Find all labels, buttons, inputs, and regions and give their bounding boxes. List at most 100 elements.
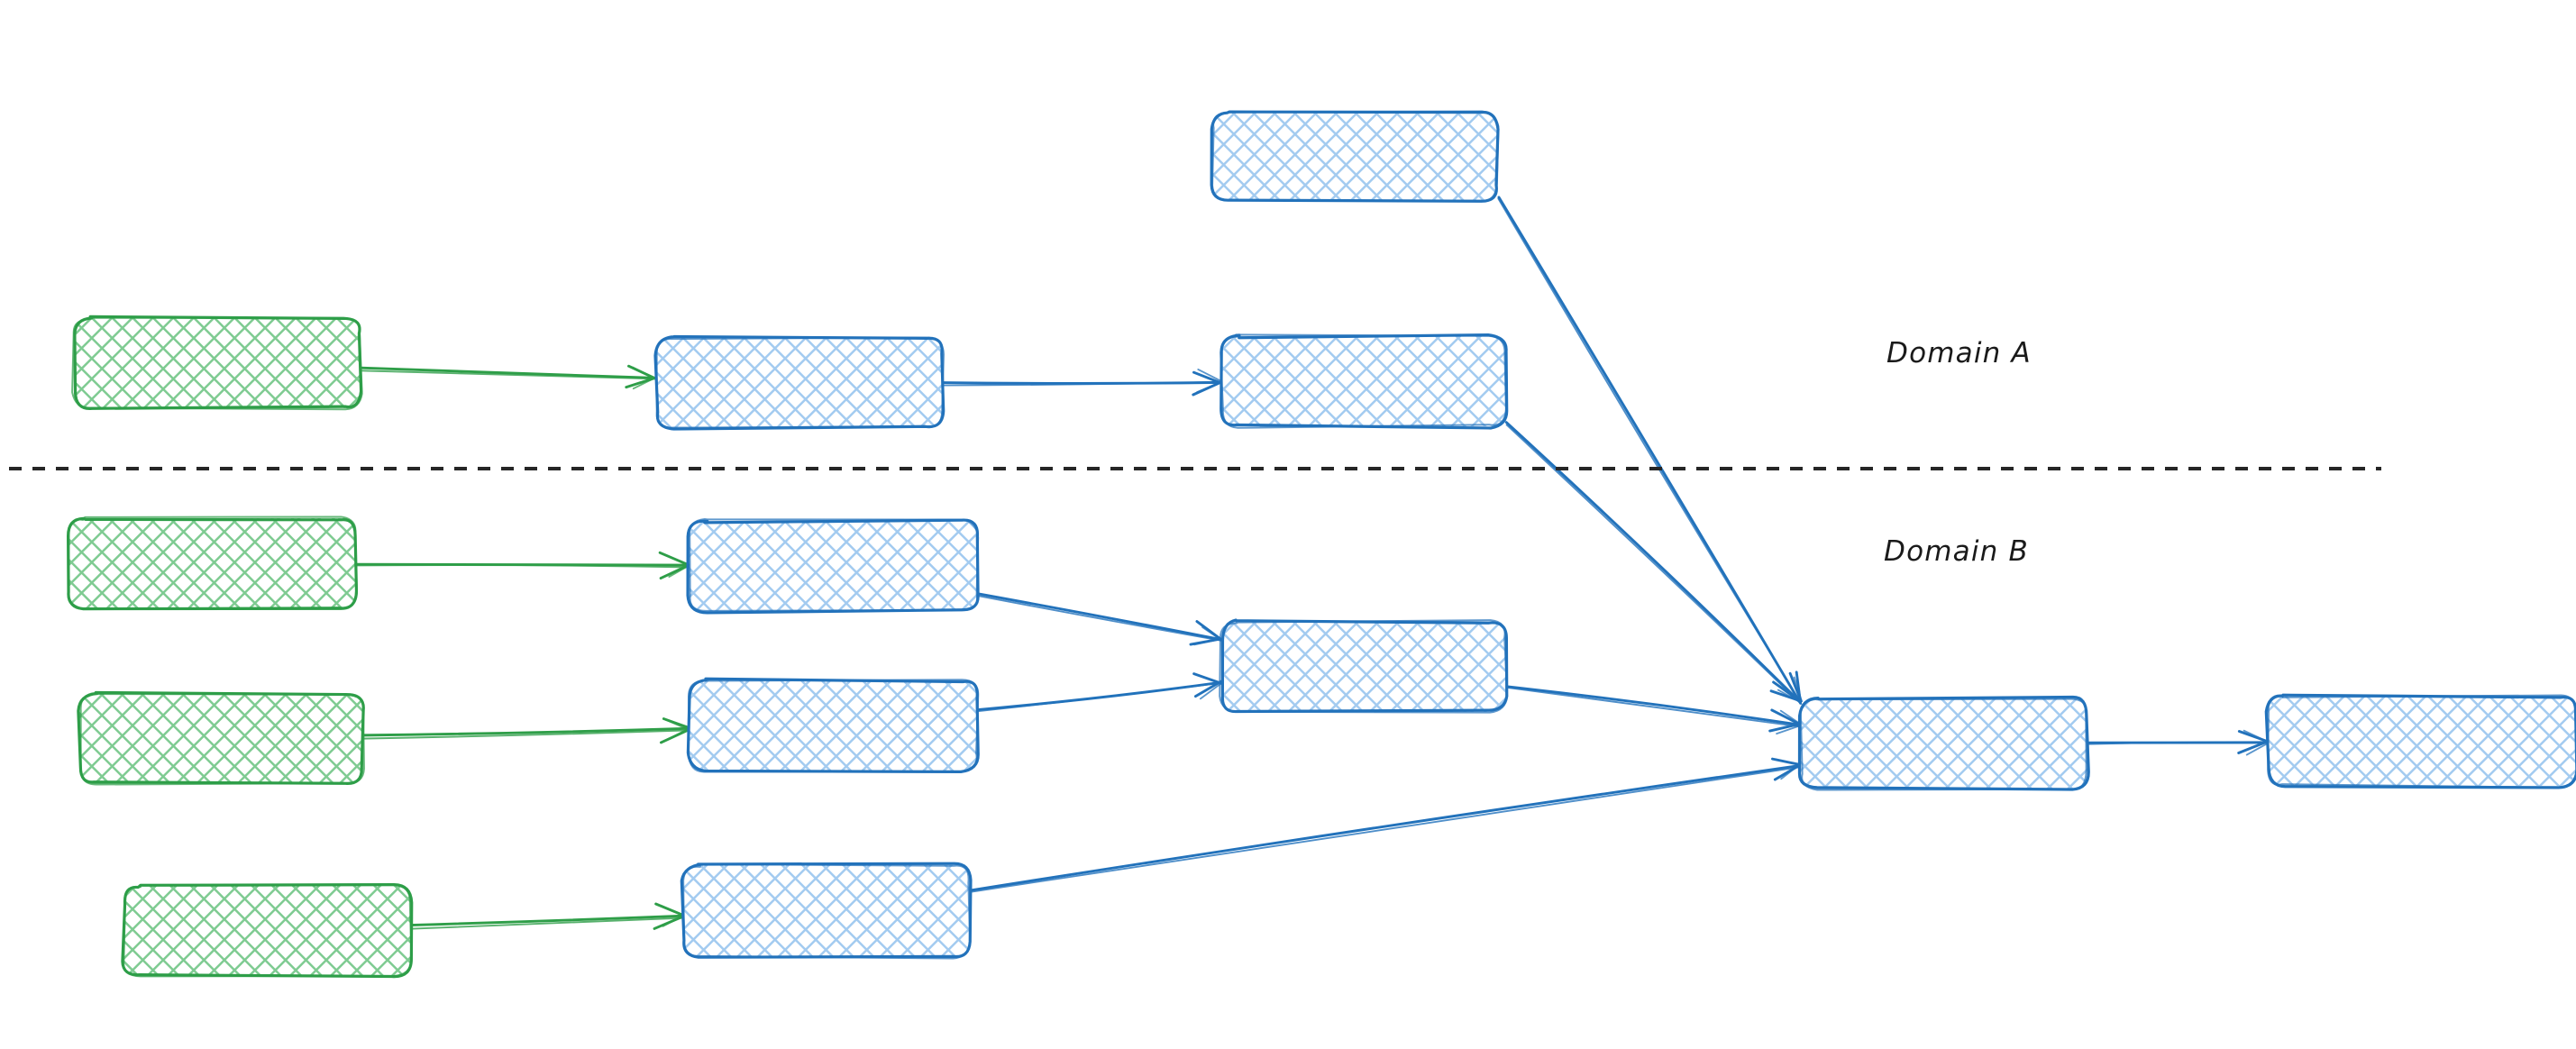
edge-shaft [359, 369, 657, 380]
node-fill [656, 338, 943, 428]
edge-arrow [940, 369, 1222, 397]
node-blue-box[interactable] [680, 862, 973, 960]
arrowhead-barb [2237, 740, 2270, 754]
node-fill [1221, 336, 1506, 426]
arrowhead-barb [1197, 369, 1221, 382]
edge-shaft [359, 366, 657, 379]
arrowhead-barb [1779, 709, 1801, 725]
arrowhead-barb [1788, 671, 1803, 703]
node-blue-box[interactable] [1219, 618, 1509, 714]
node-blue-box[interactable] [686, 677, 980, 773]
arrowhead-barb [659, 563, 690, 580]
edge-shaft [976, 595, 1222, 642]
arrowhead-barb [1193, 638, 1221, 646]
arrowhead-barb [1198, 674, 1222, 685]
arrowhead-barb [664, 553, 690, 567]
node-green-box[interactable] [67, 515, 359, 611]
arrowhead-barb [1196, 381, 1221, 394]
edge-shaft [977, 680, 1224, 711]
node-blue-box[interactable] [653, 334, 945, 431]
node-green-box[interactable] [71, 315, 363, 411]
node-outline [123, 883, 413, 978]
arrowhead-barb [662, 914, 686, 927]
node-outline [655, 336, 945, 429]
arrowhead-barb [1199, 682, 1222, 700]
edge-shaft [940, 380, 1222, 387]
arrowhead-barb [2243, 729, 2268, 743]
edge-shaft [969, 765, 1803, 893]
edge-shaft [975, 592, 1224, 642]
edge-arrow [1504, 421, 1803, 705]
node-fill [123, 886, 410, 976]
node-outline [71, 316, 363, 411]
node-outline [2267, 694, 2576, 789]
node-outline [67, 515, 358, 610]
arrowhead-barb [632, 366, 657, 379]
edge-shaft [408, 917, 686, 930]
node-fill [690, 521, 978, 611]
edge-shaft [1497, 197, 1802, 704]
arrowhead-barb [1768, 722, 1802, 733]
node-green-box[interactable] [77, 690, 365, 786]
arrowhead-barb [632, 376, 657, 390]
edge-arrow [976, 672, 1224, 713]
domain-b-label: Domain B [1884, 535, 2030, 568]
node-blue-box[interactable] [2264, 693, 2576, 789]
node-outline [1211, 110, 1500, 202]
arrowhead-barb [1201, 626, 1224, 642]
node-green-box[interactable] [121, 883, 414, 979]
edge-shaft [1505, 424, 1803, 705]
edge-arrow [354, 551, 692, 580]
arrowhead-barb [661, 905, 686, 917]
edge-arrow [967, 757, 1804, 893]
node-fill [1212, 112, 1497, 201]
node-fill [690, 680, 978, 771]
edge-shaft [361, 726, 691, 737]
node-outline [688, 679, 980, 773]
node-blue-box[interactable] [1797, 695, 2090, 791]
arrowhead-barb [1793, 676, 1803, 703]
node-fill [2268, 696, 2576, 786]
edge-arrow [359, 364, 659, 390]
edge-shaft [361, 729, 690, 740]
node-fill [68, 518, 356, 608]
arrowhead-barb [2245, 742, 2270, 756]
node-fill [74, 318, 361, 408]
domain-a-label: Domain A [1886, 337, 2032, 369]
edge-shaft [355, 564, 690, 569]
node-blue-box[interactable] [1210, 110, 1500, 203]
edge-arrow [1497, 196, 1803, 705]
edge-arrow [1503, 685, 1804, 735]
edge-arrow [975, 592, 1224, 646]
node-fill [1221, 622, 1506, 712]
arrowhead-barb [666, 726, 691, 741]
arrowhead-barb [1776, 724, 1804, 735]
edge-shaft [1503, 686, 1801, 728]
node-outline [1799, 698, 2087, 791]
node-outline [689, 518, 980, 612]
edge-shaft [2087, 741, 2270, 745]
edge-layer [354, 196, 2270, 930]
node-blue-box[interactable] [686, 518, 980, 615]
node-fill [683, 865, 970, 957]
edge-shaft [1504, 421, 1802, 704]
arrowhead-barb [1775, 691, 1802, 702]
arrowhead-barb [1193, 680, 1223, 698]
arrowhead-barb [1192, 370, 1222, 385]
edge-arrow [408, 902, 686, 930]
arrowhead-barb [1775, 758, 1803, 766]
arrowhead-barb [1780, 762, 1802, 780]
edge-shaft [967, 763, 1803, 892]
edge-arrow [2087, 729, 2270, 756]
node-outline [79, 691, 365, 786]
node-fill [1801, 698, 2087, 789]
node-blue-box[interactable] [1219, 333, 1509, 430]
node-outline [682, 862, 972, 960]
edge-shaft [408, 914, 686, 926]
arrowhead-barb [664, 718, 690, 731]
node-outline [1219, 333, 1507, 429]
edge-arrow [361, 717, 692, 744]
node-layer [67, 110, 2576, 979]
